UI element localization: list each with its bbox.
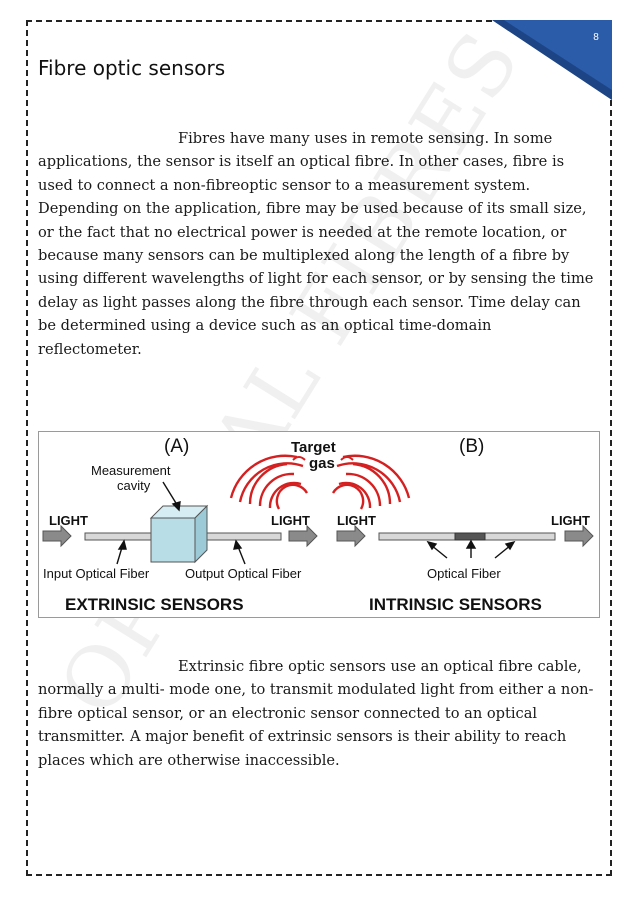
light-arrow-out-a <box>288 524 318 548</box>
label-input-fiber: Input Optical Fiber <box>43 566 150 581</box>
label-light-in-b: LIGHT <box>337 513 376 528</box>
label-cavity: cavity <box>117 478 151 493</box>
label-a: (A) <box>164 436 189 457</box>
page-number: 8 <box>593 32 599 43</box>
light-arrow-in-a <box>42 524 72 548</box>
sensing-region <box>454 532 486 541</box>
input-fiber <box>84 532 154 541</box>
label-light-out-b: LIGHT <box>551 513 590 528</box>
output-fiber <box>206 532 282 541</box>
page-title: Fibre optic sensors <box>38 56 226 80</box>
light-arrow-out-b <box>564 524 594 548</box>
paragraph-text: Extrinsic fibre optic sensors use an opt… <box>38 658 594 769</box>
signal-waves-left <box>229 454 309 510</box>
label-measurement: Measurement <box>91 463 171 478</box>
label-target: Target <box>291 439 336 456</box>
label-light-out-a: LIGHT <box>271 513 310 528</box>
pointer-arrows <box>116 481 516 565</box>
paragraph-remote-sensing: Fibres have many uses in remote sensing.… <box>38 127 594 361</box>
paragraph-text: Fibres have many uses in remote sensing.… <box>38 130 594 358</box>
label-extrinsic: EXTRINSIC SENSORS <box>65 595 244 614</box>
gas-marks <box>292 456 354 461</box>
sensor-diagram: (A) (B) Target gas Measurement cavity LI… <box>38 431 600 618</box>
signal-waves-right <box>331 454 411 510</box>
label-output-fiber: Output Optical Fiber <box>185 566 302 581</box>
label-optical-fiber: Optical Fiber <box>427 566 501 581</box>
paragraph-extrinsic: Extrinsic fibre optic sensors use an opt… <box>38 655 594 772</box>
label-gas: gas <box>309 455 335 472</box>
label-b: (B) <box>459 436 484 457</box>
corner-ribbon <box>492 20 612 100</box>
label-light-in-a: LIGHT <box>49 513 88 528</box>
measurement-cavity-cube <box>149 504 209 564</box>
light-arrow-in-b <box>336 524 366 548</box>
label-intrinsic: INTRINSIC SENSORS <box>369 595 542 614</box>
page-border <box>26 20 612 876</box>
